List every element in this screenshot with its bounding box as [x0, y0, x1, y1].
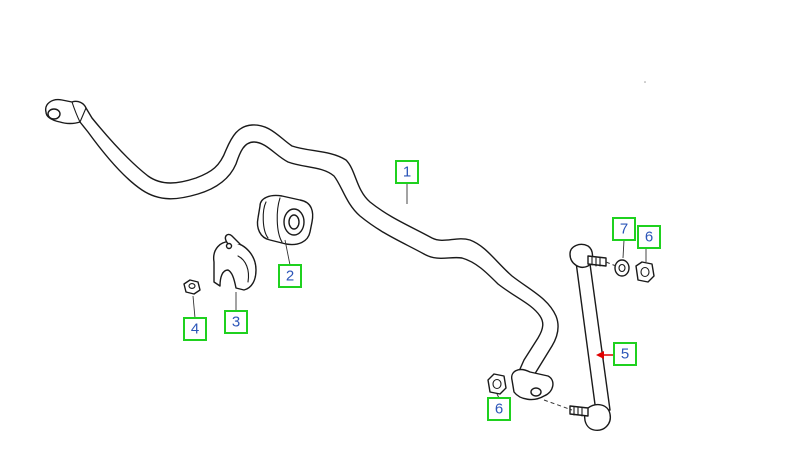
nut-part-6-top [635, 261, 655, 283]
washer [614, 259, 630, 277]
rubber-mount [256, 194, 314, 246]
callout-1[interactable]: 1 [395, 160, 419, 184]
callout-1-label: 1 [403, 164, 411, 181]
callout-5-label: 5 [621, 346, 629, 363]
nut-part-6-bottom [487, 373, 507, 395]
callout-2-label: 2 [286, 268, 294, 285]
clamp [213, 233, 257, 291]
callout-2[interactable]: 2 [278, 264, 302, 288]
callout-5[interactable]: 5 [613, 342, 637, 366]
nut-part-4 [183, 279, 201, 295]
callout-7[interactable]: 7 [612, 217, 636, 241]
callout-6-bottom[interactable]: 6 [487, 397, 511, 421]
callout-6-top[interactable]: 6 [637, 225, 661, 249]
callout-3-label: 3 [232, 314, 240, 331]
callout-4-label: 4 [191, 321, 199, 338]
callout-6-top-label: 6 [645, 229, 653, 246]
stray-mark [644, 81, 646, 83]
callout-3[interactable]: 3 [224, 310, 248, 334]
stabilizer-bar [45, 98, 559, 401]
assembly-line-bottom [543, 399, 573, 411]
leader-lines [192, 183, 647, 399]
stabilizer-link [569, 243, 611, 431]
callout-4[interactable]: 4 [183, 317, 207, 341]
callout-6-bottom-label: 6 [495, 401, 503, 418]
callout-7-label: 7 [620, 221, 628, 238]
assembly-line-top [605, 261, 617, 267]
red-arrow [596, 351, 614, 359]
